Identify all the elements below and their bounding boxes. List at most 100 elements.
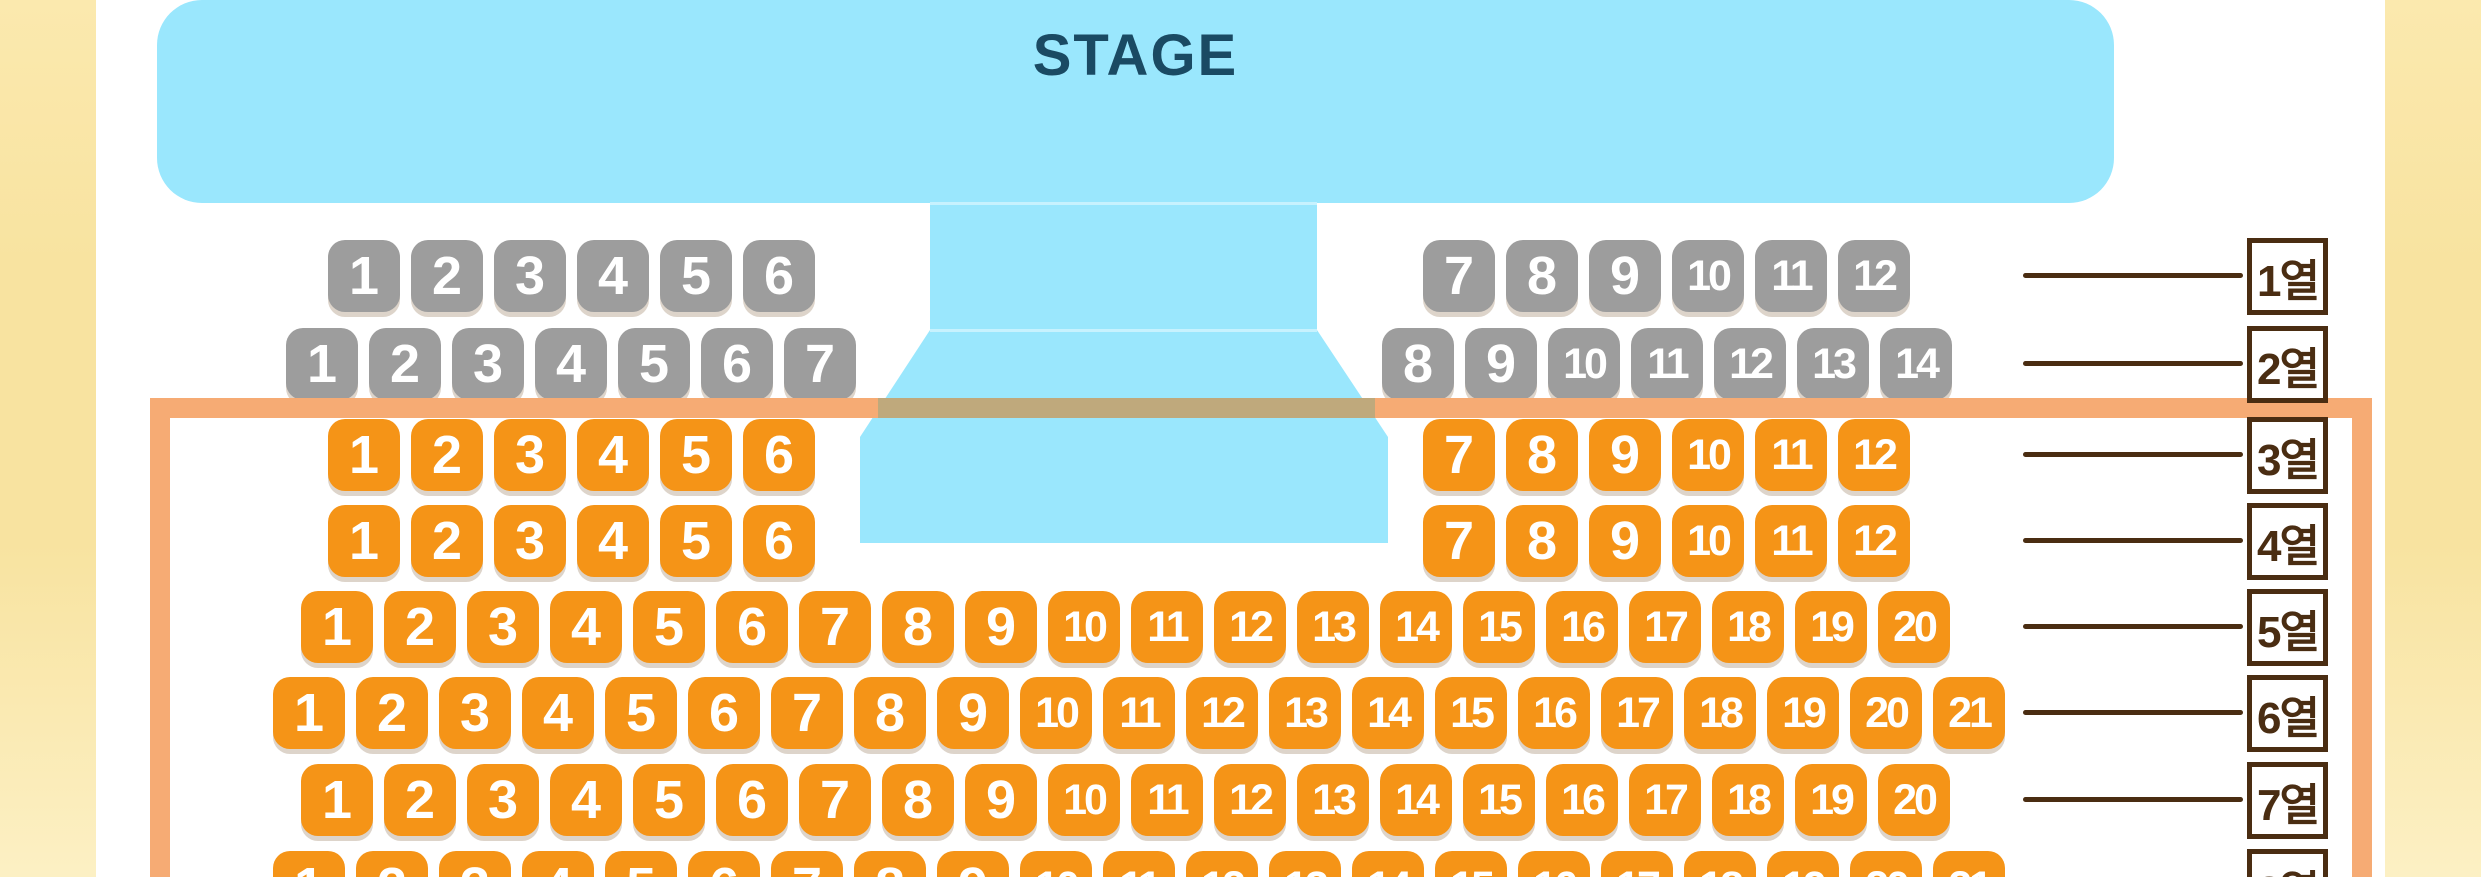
seat-6열-1[interactable]: 1 bbox=[273, 677, 345, 749]
seat-4열-11[interactable]: 11 bbox=[1755, 505, 1827, 577]
seat-3열-3[interactable]: 3 bbox=[494, 419, 566, 491]
seat-7열-14[interactable]: 14 bbox=[1380, 764, 1452, 836]
seat-6열-11[interactable]: 11 bbox=[1103, 677, 1175, 749]
seat-6열-9[interactable]: 9 bbox=[937, 677, 1009, 749]
seat-3열-8[interactable]: 8 bbox=[1506, 419, 1578, 491]
seat-7열-5[interactable]: 5 bbox=[633, 764, 705, 836]
seat-3열-1[interactable]: 1 bbox=[328, 419, 400, 491]
seat-3열-5[interactable]: 5 bbox=[660, 419, 732, 491]
seat-8열-6[interactable]: 6 bbox=[688, 851, 760, 877]
seat-8열-4[interactable]: 4 bbox=[522, 851, 594, 877]
seat-6열-16[interactable]: 16 bbox=[1518, 677, 1590, 749]
seat-6열-13[interactable]: 13 bbox=[1269, 677, 1341, 749]
seat-5열-9[interactable]: 9 bbox=[965, 591, 1037, 663]
seat-8열-15[interactable]: 15 bbox=[1435, 851, 1507, 877]
seat-8열-2[interactable]: 2 bbox=[356, 851, 428, 877]
seat-4열-1[interactable]: 1 bbox=[328, 505, 400, 577]
seat-6열-12[interactable]: 12 bbox=[1186, 677, 1258, 749]
seat-5열-12[interactable]: 12 bbox=[1214, 591, 1286, 663]
seat-6열-8[interactable]: 8 bbox=[854, 677, 926, 749]
seat-4열-7[interactable]: 7 bbox=[1423, 505, 1495, 577]
seat-3열-2[interactable]: 2 bbox=[411, 419, 483, 491]
seat-5열-16[interactable]: 16 bbox=[1546, 591, 1618, 663]
seat-5열-11[interactable]: 11 bbox=[1131, 591, 1203, 663]
seat-8열-3[interactable]: 3 bbox=[439, 851, 511, 877]
seat-6열-18[interactable]: 18 bbox=[1684, 677, 1756, 749]
seat-7열-20[interactable]: 20 bbox=[1878, 764, 1950, 836]
seat-4열-5[interactable]: 5 bbox=[660, 505, 732, 577]
seat-3열-4[interactable]: 4 bbox=[577, 419, 649, 491]
seat-7열-3[interactable]: 3 bbox=[467, 764, 539, 836]
seat-6열-6[interactable]: 6 bbox=[688, 677, 760, 749]
seat-6열-19[interactable]: 19 bbox=[1767, 677, 1839, 749]
seat-3열-9[interactable]: 9 bbox=[1589, 419, 1661, 491]
seat-3열-7[interactable]: 7 bbox=[1423, 419, 1495, 491]
seat-5열-15[interactable]: 15 bbox=[1463, 591, 1535, 663]
seat-7열-4[interactable]: 4 bbox=[550, 764, 622, 836]
seat-7열-18[interactable]: 18 bbox=[1712, 764, 1784, 836]
seat-5열-10[interactable]: 10 bbox=[1048, 591, 1120, 663]
seat-5열-8[interactable]: 8 bbox=[882, 591, 954, 663]
seat-4열-8[interactable]: 8 bbox=[1506, 505, 1578, 577]
seat-5열-20[interactable]: 20 bbox=[1878, 591, 1950, 663]
seat-7열-8[interactable]: 8 bbox=[882, 764, 954, 836]
seat-8열-18[interactable]: 18 bbox=[1684, 851, 1756, 877]
seat-4열-12[interactable]: 12 bbox=[1838, 505, 1910, 577]
seat-8열-10[interactable]: 10 bbox=[1020, 851, 1092, 877]
seat-5열-13[interactable]: 13 bbox=[1297, 591, 1369, 663]
seat-7열-17[interactable]: 17 bbox=[1629, 764, 1701, 836]
seat-8열-17[interactable]: 17 bbox=[1601, 851, 1673, 877]
seat-6열-5[interactable]: 5 bbox=[605, 677, 677, 749]
seat-4열-4[interactable]: 4 bbox=[577, 505, 649, 577]
seat-7열-11[interactable]: 11 bbox=[1131, 764, 1203, 836]
seat-8열-7[interactable]: 7 bbox=[771, 851, 843, 877]
seat-7열-1[interactable]: 1 bbox=[301, 764, 373, 836]
seat-4열-6[interactable]: 6 bbox=[743, 505, 815, 577]
seat-8열-13[interactable]: 13 bbox=[1269, 851, 1341, 877]
seat-6열-3[interactable]: 3 bbox=[439, 677, 511, 749]
seat-5열-18[interactable]: 18 bbox=[1712, 591, 1784, 663]
seat-5열-14[interactable]: 14 bbox=[1380, 591, 1452, 663]
seat-7열-15[interactable]: 15 bbox=[1463, 764, 1535, 836]
seat-5열-5[interactable]: 5 bbox=[633, 591, 705, 663]
seat-4열-10[interactable]: 10 bbox=[1672, 505, 1744, 577]
seat-3열-12[interactable]: 12 bbox=[1838, 419, 1910, 491]
seat-6열-10[interactable]: 10 bbox=[1020, 677, 1092, 749]
seat-6열-17[interactable]: 17 bbox=[1601, 677, 1673, 749]
seat-8열-20[interactable]: 20 bbox=[1850, 851, 1922, 877]
seat-4열-9[interactable]: 9 bbox=[1589, 505, 1661, 577]
seat-8열-21[interactable]: 21 bbox=[1933, 851, 2005, 877]
seat-6열-20[interactable]: 20 bbox=[1850, 677, 1922, 749]
seat-6열-21[interactable]: 21 bbox=[1933, 677, 2005, 749]
seat-5열-1[interactable]: 1 bbox=[301, 591, 373, 663]
seat-5열-3[interactable]: 3 bbox=[467, 591, 539, 663]
seat-6열-15[interactable]: 15 bbox=[1435, 677, 1507, 749]
seat-7열-12[interactable]: 12 bbox=[1214, 764, 1286, 836]
seat-8열-1[interactable]: 1 bbox=[273, 851, 345, 877]
seat-7열-9[interactable]: 9 bbox=[965, 764, 1037, 836]
seat-5열-7[interactable]: 7 bbox=[799, 591, 871, 663]
seat-6열-7[interactable]: 7 bbox=[771, 677, 843, 749]
seat-7열-10[interactable]: 10 bbox=[1048, 764, 1120, 836]
seat-3열-6[interactable]: 6 bbox=[743, 419, 815, 491]
seat-4열-2[interactable]: 2 bbox=[411, 505, 483, 577]
seat-8열-16[interactable]: 16 bbox=[1518, 851, 1590, 877]
seat-3열-11[interactable]: 11 bbox=[1755, 419, 1827, 491]
seat-8열-8[interactable]: 8 bbox=[854, 851, 926, 877]
seat-8열-19[interactable]: 19 bbox=[1767, 851, 1839, 877]
seat-8열-14[interactable]: 14 bbox=[1352, 851, 1424, 877]
seat-7열-6[interactable]: 6 bbox=[716, 764, 788, 836]
seat-5열-4[interactable]: 4 bbox=[550, 591, 622, 663]
seat-8열-12[interactable]: 12 bbox=[1186, 851, 1258, 877]
seat-6열-2[interactable]: 2 bbox=[356, 677, 428, 749]
seat-5열-2[interactable]: 2 bbox=[384, 591, 456, 663]
seat-7열-7[interactable]: 7 bbox=[799, 764, 871, 836]
seat-8열-9[interactable]: 9 bbox=[937, 851, 1009, 877]
seat-7열-13[interactable]: 13 bbox=[1297, 764, 1369, 836]
seat-4열-3[interactable]: 3 bbox=[494, 505, 566, 577]
seat-3열-10[interactable]: 10 bbox=[1672, 419, 1744, 491]
seat-7열-16[interactable]: 16 bbox=[1546, 764, 1618, 836]
seat-8열-5[interactable]: 5 bbox=[605, 851, 677, 877]
seat-6열-4[interactable]: 4 bbox=[522, 677, 594, 749]
seat-7열-2[interactable]: 2 bbox=[384, 764, 456, 836]
